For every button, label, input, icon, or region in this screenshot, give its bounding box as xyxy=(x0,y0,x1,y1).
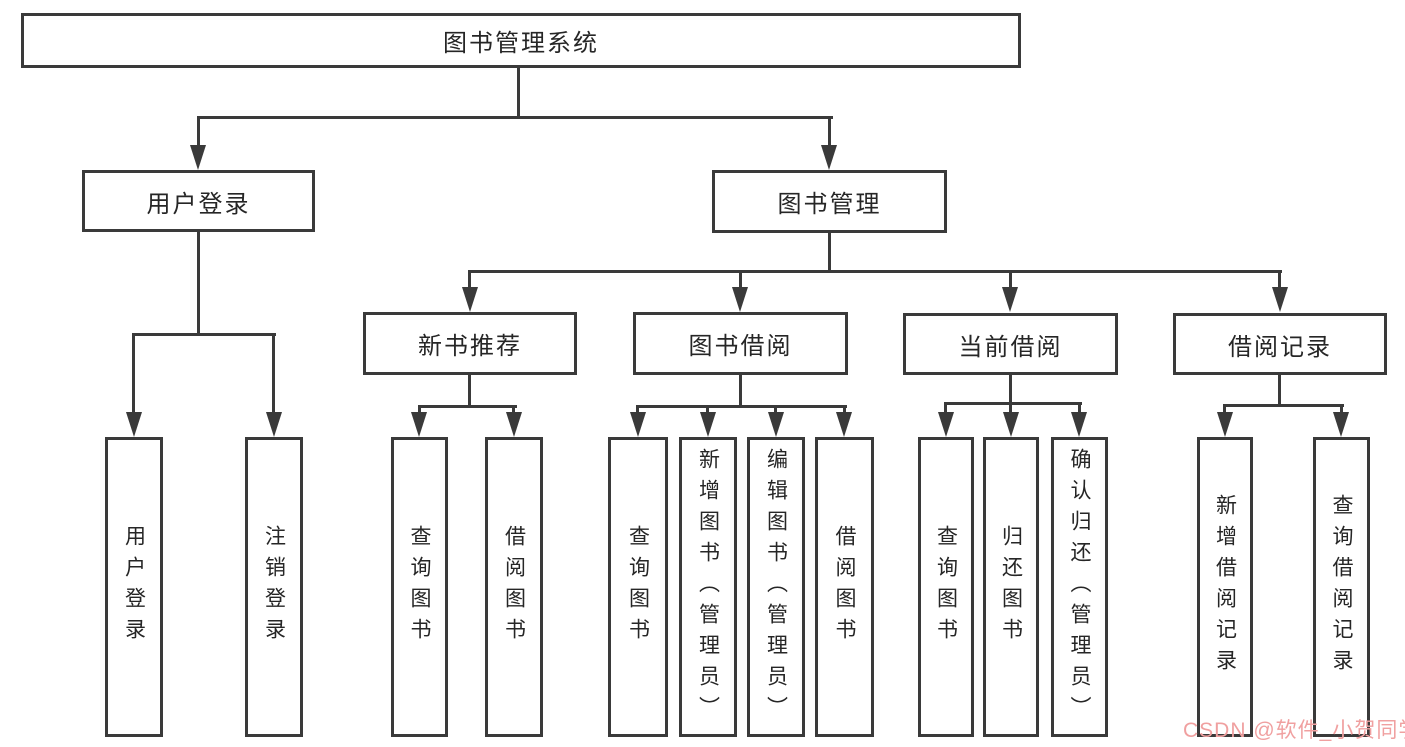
arrow-down-icon xyxy=(1217,412,1233,437)
connector xyxy=(197,116,200,148)
connector xyxy=(1223,404,1226,414)
connector xyxy=(132,333,135,413)
connector xyxy=(517,68,520,119)
leaf-query-borrow-record: 查询借阅记录 xyxy=(1313,437,1370,737)
arrow-down-icon xyxy=(836,412,852,437)
leaf-query-books-borrow: 查询图书 xyxy=(608,437,668,737)
connector xyxy=(418,405,517,408)
leaf-borrow-books-recommend: 借阅图书 xyxy=(485,437,543,737)
connector xyxy=(1223,404,1344,407)
connector xyxy=(944,402,947,414)
leaf-borrow-books: 借阅图书 xyxy=(815,437,874,737)
node-current-borrow: 当前借阅 xyxy=(903,313,1118,375)
arrow-down-icon xyxy=(411,412,427,437)
node-new-book-recommend: 新书推荐 xyxy=(363,312,577,375)
connector xyxy=(739,375,742,408)
csdn-watermark: CSDN @软件_小贺同学 xyxy=(1183,719,1405,742)
node-root: 图书管理系统 xyxy=(21,13,1021,68)
leaf-add-books-admin: 新增图书（管理员） xyxy=(679,437,737,737)
connector xyxy=(272,333,275,413)
leaf-label: 新增图书（管理员） xyxy=(696,447,720,727)
arrow-down-icon xyxy=(126,412,142,437)
connector xyxy=(706,405,709,414)
connector xyxy=(1009,402,1012,414)
leaf-user-login: 用户登录 xyxy=(105,437,163,737)
node-root-label: 图书管理系统 xyxy=(443,30,599,57)
arrow-down-icon xyxy=(506,412,522,437)
leaf-label: 注销登录 xyxy=(262,525,286,649)
connector xyxy=(512,405,515,414)
connector xyxy=(828,116,831,148)
leaf-label: 查询借阅记录 xyxy=(1330,494,1353,680)
connector xyxy=(774,405,777,414)
leaf-label: 查询图书 xyxy=(934,525,958,649)
leaf-confirm-return-admin: 确认归还（管理员） xyxy=(1051,437,1108,737)
node-user-login-label: 用户登录 xyxy=(146,190,251,218)
leaf-label: 确认归还（管理员） xyxy=(1068,447,1091,727)
leaf-query-books-recommend: 查询图书 xyxy=(391,437,448,737)
leaf-label: 编辑图书（管理员） xyxy=(764,447,788,727)
arrow-down-icon xyxy=(630,412,646,437)
connector xyxy=(1278,375,1281,407)
arrow-down-icon xyxy=(938,412,954,437)
connector xyxy=(828,233,831,273)
node-user-login: 用户登录 xyxy=(82,170,315,232)
connector xyxy=(1340,404,1343,414)
arrow-down-icon xyxy=(1272,287,1288,312)
connector xyxy=(468,375,471,408)
leaf-add-borrow-record: 新增借阅记录 xyxy=(1197,437,1253,737)
node-book-management: 图书管理 xyxy=(712,170,947,233)
arrow-down-icon xyxy=(732,287,748,312)
leaf-label: 用户登录 xyxy=(122,525,146,649)
node-new-book-recommend-label: 新书推荐 xyxy=(418,333,522,360)
node-book-borrow: 图书借阅 xyxy=(633,312,848,375)
arrow-down-icon xyxy=(1003,412,1019,437)
connector xyxy=(468,270,1282,273)
leaf-edit-books-admin: 编辑图书（管理员） xyxy=(747,437,805,737)
leaf-label: 借阅图书 xyxy=(502,525,526,649)
node-borrow-records: 借阅记录 xyxy=(1173,313,1387,375)
connector xyxy=(1278,270,1281,290)
connector xyxy=(1009,375,1012,405)
connector xyxy=(1009,270,1012,290)
arrow-down-icon xyxy=(462,287,478,312)
connector xyxy=(944,402,1082,405)
arrow-down-icon xyxy=(190,145,206,170)
arrow-down-icon xyxy=(1333,412,1349,437)
arrow-down-icon xyxy=(1071,412,1087,437)
node-current-borrow-label: 当前借阅 xyxy=(958,333,1063,361)
connector xyxy=(132,333,276,336)
connector xyxy=(418,405,421,414)
leaf-label: 借阅图书 xyxy=(833,525,856,649)
arrow-down-icon xyxy=(768,412,784,437)
arrow-down-icon xyxy=(1002,287,1018,312)
node-book-borrow-label: 图书借阅 xyxy=(688,333,793,360)
node-book-management-label: 图书管理 xyxy=(777,191,882,218)
connector xyxy=(843,405,846,414)
leaf-logout: 注销登录 xyxy=(245,437,303,737)
connector xyxy=(1078,402,1081,414)
connector xyxy=(197,232,200,336)
arrow-down-icon xyxy=(266,412,282,437)
leaf-label: 归还图书 xyxy=(999,525,1023,649)
connector xyxy=(197,116,833,119)
node-borrow-records-label: 借阅记录 xyxy=(1228,333,1332,361)
arrow-down-icon xyxy=(821,145,837,170)
connector xyxy=(636,405,639,414)
leaf-return-books: 归还图书 xyxy=(983,437,1039,737)
leaf-label: 查询图书 xyxy=(626,525,650,649)
connector xyxy=(468,270,471,290)
connector xyxy=(636,405,847,408)
connector xyxy=(739,270,742,290)
leaf-query-books-current: 查询图书 xyxy=(918,437,974,737)
leaf-label: 查询图书 xyxy=(408,525,431,649)
leaf-label: 新增借阅记录 xyxy=(1213,494,1237,680)
arrow-down-icon xyxy=(700,412,716,437)
